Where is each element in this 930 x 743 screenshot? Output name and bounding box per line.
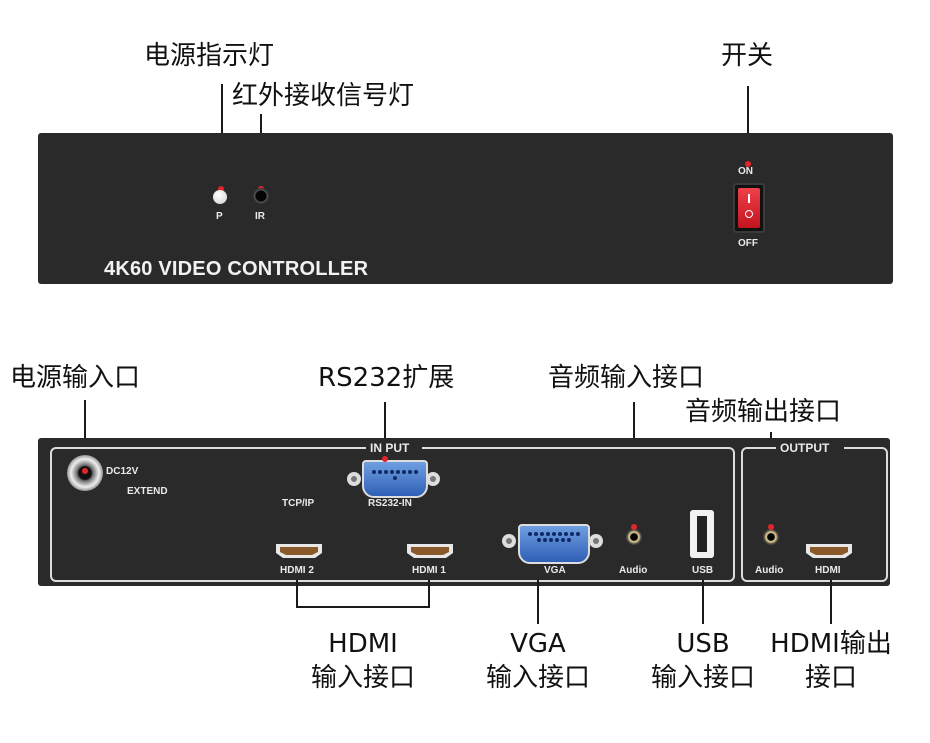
switch-rocker[interactable] (738, 188, 760, 228)
audio-out-jack[interactable] (763, 529, 779, 545)
switch-on-label: ON (738, 166, 753, 177)
switch-leader-line (747, 86, 749, 163)
hdmi-out-label: HDMI (815, 565, 841, 576)
vga-screw-right (589, 534, 603, 548)
usb-leader-line (702, 580, 704, 624)
input-title-gap (366, 445, 422, 451)
vga-label: VGA (544, 565, 566, 576)
power-indicator-led (213, 190, 227, 204)
power-led-marker (218, 186, 224, 192)
vga-callout-line1: VGA (510, 629, 566, 659)
rs232-screw-left (347, 472, 361, 486)
vga-callout-line2: 输入接口 (485, 663, 590, 693)
vga-screw-left (502, 534, 516, 548)
hdmi-in-callout-line1: HDMI (328, 629, 398, 659)
dc-marker (82, 468, 88, 474)
hdmi-out-callout-line1: HDMI输出 (770, 629, 892, 659)
switch-callout: 开关 (721, 41, 774, 71)
switch-off-label: OFF (738, 238, 758, 249)
vga-leader-line (537, 580, 539, 624)
audio-in-label: Audio (619, 565, 648, 576)
switch-marker (745, 161, 751, 167)
audio-out-callout: 音频输出接口 (685, 397, 842, 427)
hdmi-out-leader-line (830, 580, 832, 624)
output-section-frame (741, 447, 888, 582)
rs232-port[interactable] (362, 460, 428, 498)
usb-callout-line1: USB (676, 629, 730, 659)
output-section-title: OUTPUT (780, 441, 830, 455)
rs232-callout: RS232扩展 (318, 363, 455, 393)
hdmi-2-port[interactable] (274, 542, 324, 560)
usb-label: USB (692, 565, 714, 576)
power-led-callout: 电源指示灯 (144, 41, 275, 71)
usb-callout-line2: 输入接口 (650, 663, 755, 693)
dc-label: DC12V (106, 466, 139, 477)
hdmi-2-label: HDMI 2 (280, 565, 314, 576)
audio-in-jack[interactable] (626, 529, 642, 545)
tcpip-label: TCP/IP (282, 498, 315, 509)
hdmi-in-bracket-bottom (296, 606, 430, 608)
back-panel (38, 438, 890, 586)
ir-label: IR (255, 211, 265, 222)
rs232-in-label: RS232-IN (368, 498, 412, 509)
usb-port[interactable] (690, 510, 714, 558)
input-section-title: IN PUT (370, 441, 410, 455)
rs232-leader-line (384, 402, 386, 454)
power-led-label: P (216, 211, 223, 222)
audio-out-marker (768, 524, 774, 530)
hdmi-in-bracket-left (296, 580, 298, 608)
vga-port[interactable] (518, 524, 590, 564)
hdmi-in-callout-line2: 输入接口 (310, 663, 415, 693)
power-switch[interactable] (733, 183, 765, 233)
rs232-marker (382, 456, 388, 462)
extend-label: EXTEND (127, 486, 168, 497)
power-input-callout: 电源输入口 (10, 363, 141, 393)
output-title-gap (776, 445, 844, 451)
hdmi-out-callout-line2: 接口 (804, 663, 857, 693)
audio-in-marker (631, 524, 637, 530)
audio-out-label: Audio (755, 565, 784, 576)
model-name: 4K60 VIDEO CONTROLLER (104, 258, 369, 280)
audio-in-callout: 音频输入接口 (548, 363, 705, 393)
ir-receiver (253, 188, 269, 204)
rs232-screw-right (426, 472, 440, 486)
hdmi-in-bracket-right (428, 580, 430, 608)
hdmi-1-label: HDMI 1 (412, 565, 446, 576)
hdmi-1-port[interactable] (405, 542, 455, 560)
ir-led-callout: 红外接收信号灯 (232, 81, 415, 111)
power-input-leader-line (84, 400, 86, 470)
hdmi-out-port[interactable] (804, 542, 854, 560)
